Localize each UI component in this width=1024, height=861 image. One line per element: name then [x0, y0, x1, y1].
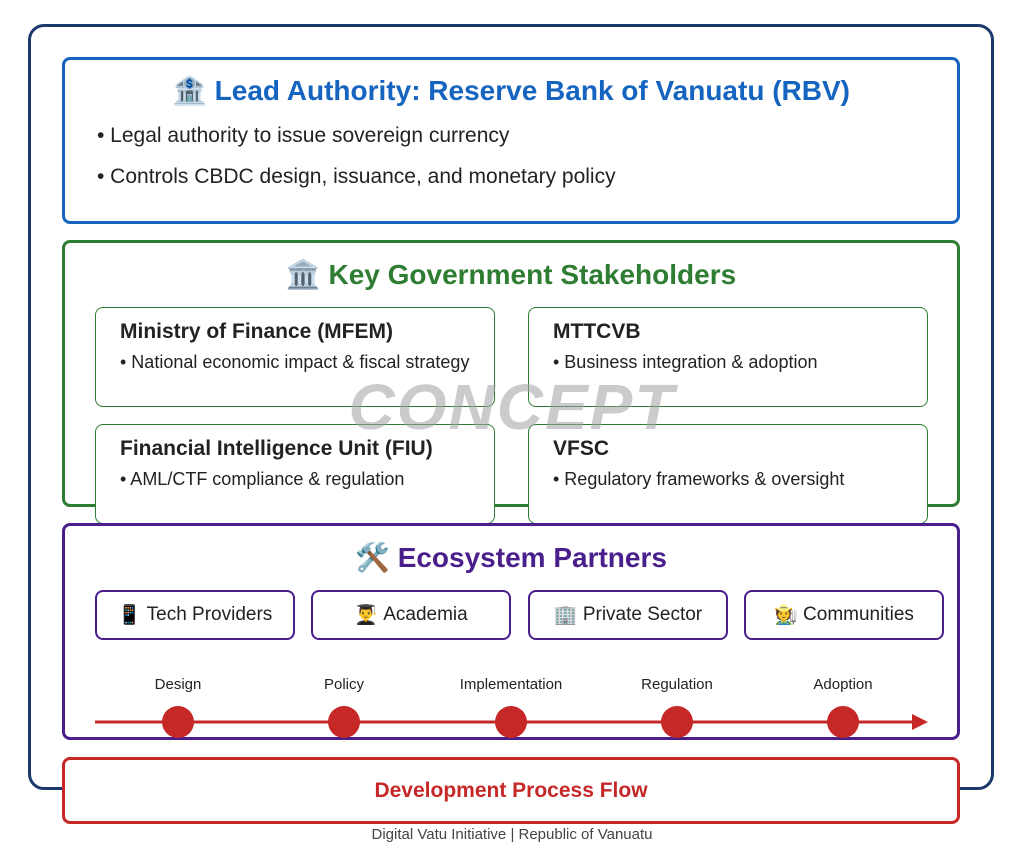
stakeholder-card-mttcvb: MTTCVB • Business integration & adoption	[528, 307, 928, 407]
card-name: VFSC	[553, 437, 610, 460]
card-name: Ministry of Finance (MFEM)	[120, 320, 393, 343]
card-name: Financial Intelligence Unit (FIU)	[120, 437, 433, 460]
card-name: MTTCVB	[553, 320, 641, 343]
step-dot	[328, 706, 360, 738]
student-icon: 👨‍🎓	[354, 605, 378, 626]
lead-bullet: • Legal authority to issue sovereign cur…	[97, 124, 510, 147]
lead-bullet: • Controls CBDC design, issuance, and mo…	[97, 165, 616, 188]
development-process-flow: Development Process Flow	[62, 757, 960, 824]
gov-title: 🏛️ Key Government Stakeholders	[65, 258, 957, 291]
classical-building-icon: 🏛️	[285, 259, 321, 290]
step-label: Design	[154, 676, 202, 693]
mobile-phone-icon: 📱	[117, 605, 142, 626]
step-dot	[495, 706, 527, 738]
lead-authority-panel: 🏦 Lead Authority: Reserve Bank of Vanuat…	[62, 57, 960, 224]
stakeholder-card-fiu: Financial Intelligence Unit (FIU) • AML/C…	[95, 424, 495, 524]
step-label: Regulation	[641, 676, 713, 693]
gov-title-text: Key Government Stakeholders	[328, 259, 737, 290]
partner-label: Tech Providers	[146, 604, 273, 625]
lead-title-text: Lead Authority: Reserve Bank of Vanuatu …	[214, 75, 850, 106]
step-dot	[661, 706, 693, 738]
partner-academia: 👨‍🎓 Academia	[311, 590, 511, 640]
stakeholder-card-mfem: Ministry of Finance (MFEM) • National eco…	[95, 307, 495, 407]
partner-communities: 🧑‍🌾 Communities	[744, 590, 944, 640]
eco-title-text: Ecosystem Partners	[397, 542, 667, 573]
partner-label: Academia	[383, 604, 468, 625]
stakeholder-card-vfsc: VFSC • Regulatory frameworks & oversight	[528, 424, 928, 524]
partner-private-sector: 🏢 Private Sector	[528, 590, 728, 640]
step-label: Policy	[323, 676, 364, 693]
concept-watermark: CONCEPT	[348, 371, 676, 443]
footer-text: Digital Vatu Initiative | Republic of Va…	[371, 826, 653, 843]
step-label: Implementation	[459, 676, 563, 693]
step-label: Adoption	[813, 676, 873, 693]
tools-icon: 🛠️	[355, 542, 390, 573]
step-dot	[827, 706, 859, 738]
partner-label: Communities	[803, 604, 914, 625]
card-desc: • Business integration & adoption	[553, 352, 818, 372]
partner-tech-providers: 📱 Tech Providers	[95, 590, 295, 640]
card-desc: • AML/CTF compliance & regulation	[120, 469, 405, 489]
card-desc: • Regulatory frameworks & oversight	[553, 469, 845, 489]
bank-icon: 🏦	[172, 75, 207, 106]
eco-title: 🛠️ Ecosystem Partners	[65, 541, 957, 574]
step-dot	[162, 706, 194, 738]
card-desc: • National economic impact & fiscal stra…	[120, 352, 470, 372]
office-building-icon: 🏢	[553, 605, 578, 626]
partner-label: Private Sector	[582, 604, 703, 625]
lead-authority-title: 🏦 Lead Authority: Reserve Bank of Vanuat…	[65, 74, 957, 107]
farmer-icon: 🧑‍🌾	[774, 605, 798, 626]
arrowhead-icon	[912, 714, 928, 730]
